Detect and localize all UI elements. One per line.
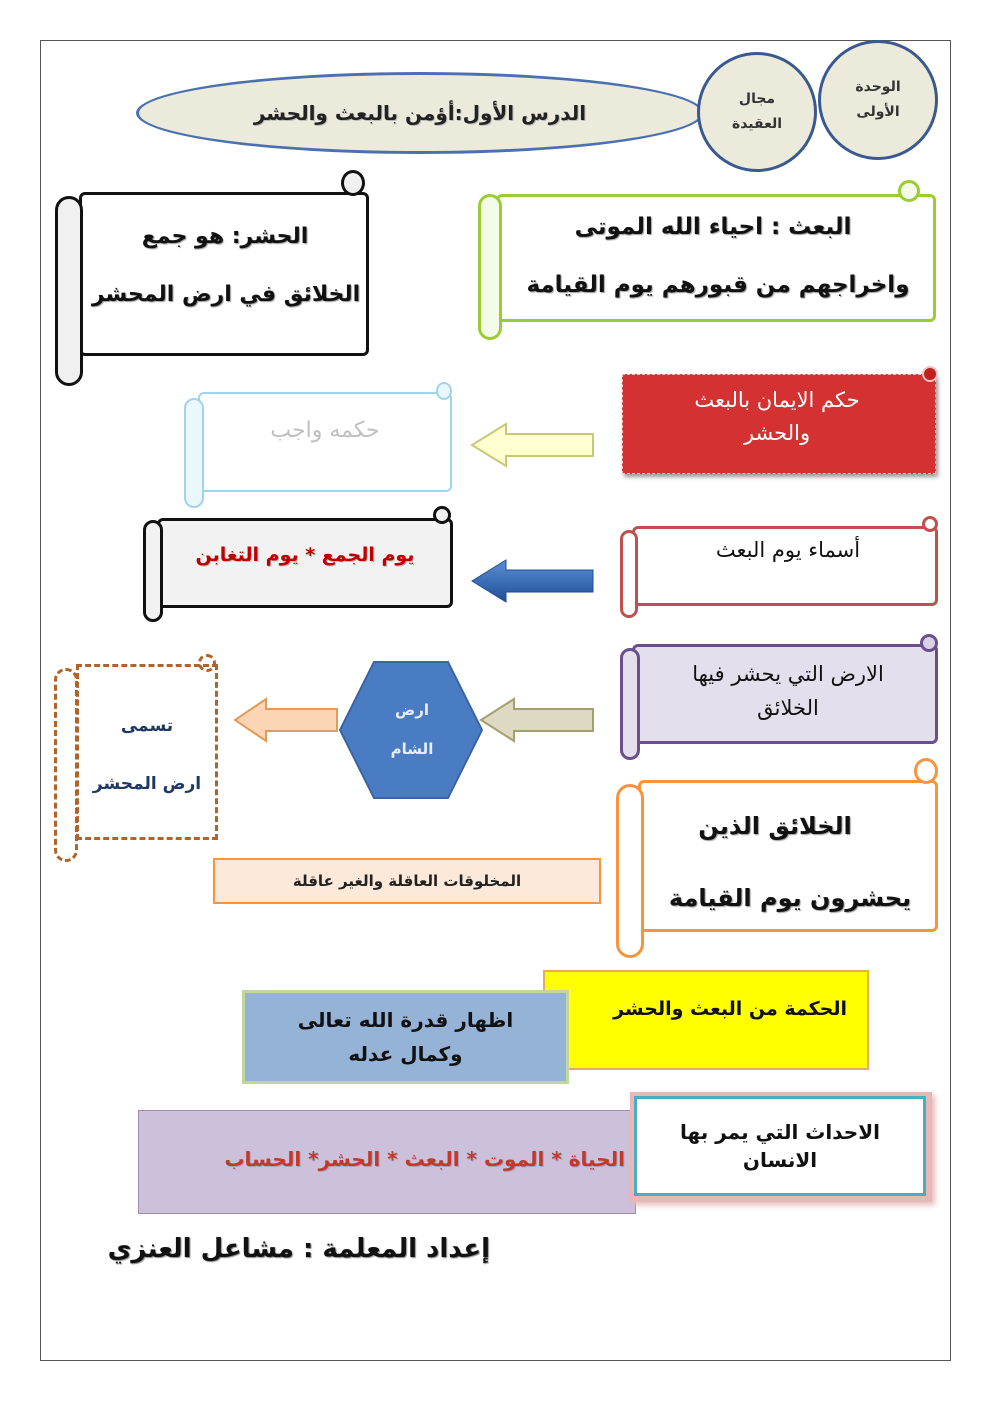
names-value: يوم الجمع * يوم التغابن <box>195 544 415 566</box>
lesson-title: الدرس الأول:أؤمن بالبعث والحشر <box>136 72 704 154</box>
baath-definition-scroll: البعث : احياء الله الموتى واخراجهم من قب… <box>478 180 940 340</box>
land-label-line1: الارض التي يحشر فيها <box>692 662 884 686</box>
ruling-value: حكمه واجب <box>270 418 380 443</box>
ruling-arrow-icon <box>470 422 594 468</box>
lesson-title-text: الدرس الأول:أؤمن بالبعث والحشر <box>253 101 587 125</box>
ruling-label-line2: والحشر <box>743 420 811 445</box>
named-scroll: تسمى ارض المحشر <box>54 654 220 864</box>
hashr-line2: الخلائق في ارض المحشر <box>91 282 361 307</box>
land-label-scroll: الارض التي يحشر فيها الخلائق <box>620 634 940 762</box>
named-line2: ارض المحشر <box>92 773 202 794</box>
hashr-definition-scroll: الحشر: هو جمع الخلائق في ارض المحشر <box>55 170 371 386</box>
wisdom-value-line1: اظهار قدرة الله تعالى <box>297 1008 514 1032</box>
ruling-label-box: حكم الايمان بالبعث والحشر <box>622 366 940 482</box>
events-label-line1: الاحداث التي يمر بها <box>680 1120 880 1144</box>
creatures-label-line2: يحشرون يوم القيامة <box>668 884 912 912</box>
named-line1: تسمى <box>120 716 174 736</box>
names-label: أسماء يوم البعث <box>715 538 861 562</box>
domain-circle: مجال العقيدة <box>697 52 817 172</box>
hashr-line1: الحشر: هو جمع <box>141 224 309 249</box>
ruling-label-line1: حكم الايمان بالبعث <box>694 388 860 412</box>
page-frame <box>40 40 951 1361</box>
sham-hexagon-text: ارض الشام <box>360 676 464 784</box>
domain-line1: مجال <box>738 90 776 107</box>
land-arrow-icon <box>479 697 594 743</box>
events-label: الاحداث التي يمر بها الانسان <box>634 1096 926 1196</box>
wisdom-label-text: الحكمة من البعث والحشر <box>613 998 847 1020</box>
names-label-scroll: أسماء يوم البعث <box>620 516 940 620</box>
creatures-value-text: المخلوقات العاقلة والغير عاقلة <box>292 872 522 890</box>
creatures-value: المخلوقات العاقلة والغير عاقلة <box>213 858 601 904</box>
wisdom-value: اظهار قدرة الله تعالى وكمال عدله <box>242 990 569 1084</box>
teacher-credit: إعداد المعلمة : مشاعل العنزي <box>107 1234 490 1264</box>
land-label-line2: الخلائق <box>757 695 819 720</box>
named-arrow-icon <box>233 697 338 743</box>
creatures-label-line1: الخلائق الذين <box>698 812 852 840</box>
names-value-scroll: يوم الجمع * يوم التغابن <box>143 506 455 622</box>
ruling-value-scroll: حكمه واجب <box>184 382 454 508</box>
unit-line1: الوحدة <box>855 78 901 95</box>
hex-line2: الشام <box>390 740 434 758</box>
events-value: الحياة * الموت * البعث * الحشر* الحساب <box>138 1110 636 1214</box>
baath-line1: البعث : احياء الله الموتى <box>574 214 852 240</box>
wisdom-value-line2: وكمال عدله <box>348 1042 463 1066</box>
wisdom-label: الحكمة من البعث والحشر <box>543 970 869 1070</box>
domain-line2: العقيدة <box>731 116 783 132</box>
unit-circle: الوحدة الأولى <box>818 40 938 160</box>
sham-hexagon <box>338 661 484 799</box>
events-value-text: الحياة * الموت * البعث * الحشر* الحساب <box>224 1147 625 1171</box>
names-arrow-icon <box>471 559 594 603</box>
events-label-line2: الانسان <box>742 1148 818 1172</box>
unit-line2: الأولى <box>856 104 900 120</box>
creatures-label-scroll: الخلائق الذين يحشرون يوم القيامة <box>616 758 940 958</box>
hex-line1: ارض <box>395 701 429 719</box>
baath-line2: واخراجهم من قبورهم يوم القيامة <box>526 272 910 298</box>
